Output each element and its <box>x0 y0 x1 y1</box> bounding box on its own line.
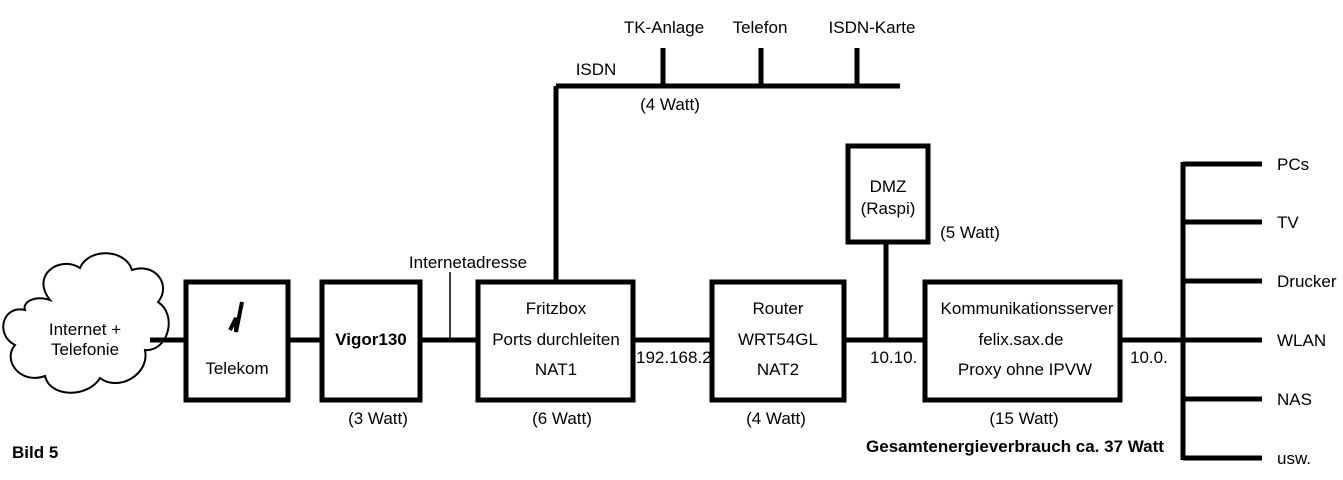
server-line1: Kommunikationsserver <box>941 299 1114 318</box>
lan-device-nas: NAS <box>1277 390 1312 409</box>
server-line3: Proxy ohne IPVW <box>958 360 1092 379</box>
lightning-icon <box>228 301 244 333</box>
isdn-label: ISDN <box>576 60 617 79</box>
dmz-box <box>845 143 931 245</box>
isdn-device-tk-anlage: TK-Anlage <box>624 18 704 37</box>
router-line1: Router <box>752 299 803 318</box>
total-power: Gesamtenergieverbrauch ca. 37 Watt <box>866 437 1164 456</box>
internet-address-label: Internetadresse <box>409 253 527 272</box>
lan-device-pcs: PCs <box>1277 155 1309 174</box>
lan-device-tv: TV <box>1277 213 1299 232</box>
fritzbox-power: (6 Watt) <box>532 409 592 428</box>
vigor-power: (3 Watt) <box>348 409 408 428</box>
fritzbox-line1: Fritzbox <box>526 299 587 318</box>
figure-label: Bild 5 <box>12 443 58 462</box>
isdn-device-telefon: Telefon <box>733 18 788 37</box>
router-power: (4 Watt) <box>746 409 806 428</box>
telekom-box <box>183 279 291 403</box>
dmz-power: (5 Watt) <box>940 223 1000 242</box>
lan-device-drucker: Drucker <box>1277 272 1337 291</box>
dmz-line1: DMZ <box>870 177 907 196</box>
vigor-box <box>319 279 423 403</box>
fritzbox-line2: Ports durchleiten <box>492 330 620 349</box>
internet-cloud-icon <box>2 252 170 394</box>
cloud-line1: Internet + <box>49 320 121 339</box>
net-fritz-router: 192.168.2. <box>636 348 716 367</box>
router-line2: WRT54GL <box>738 330 818 349</box>
router-line3: NAT2 <box>757 360 799 379</box>
net-server-lan: 10.0. <box>1130 348 1168 367</box>
lan-device-wlan: WLAN <box>1277 331 1326 350</box>
telekom-label: Telekom <box>205 359 268 378</box>
server-box <box>922 279 1123 403</box>
cloud-line2: Telefonie <box>51 340 119 359</box>
server-line2: felix.sax.de <box>978 330 1063 349</box>
server-power: (15 Watt) <box>989 409 1058 428</box>
lan-device-usw: usw. <box>1277 449 1311 468</box>
net-router-server: 10.10. <box>870 348 917 367</box>
dmz-line2: (Raspi) <box>861 199 916 218</box>
isdn-device-isdn-karte: ISDN-Karte <box>829 18 916 37</box>
vigor-label: Vigor130 <box>335 330 407 349</box>
router-box <box>709 279 847 403</box>
fritzbox-box <box>475 279 636 403</box>
isdn-power: (4 Watt) <box>640 95 700 114</box>
fritzbox-line3: NAT1 <box>535 360 577 379</box>
